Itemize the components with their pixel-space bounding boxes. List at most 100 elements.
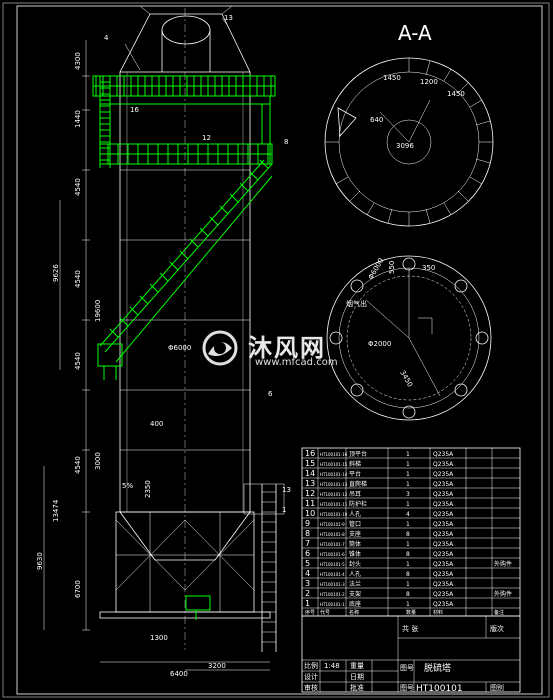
bom-header-cell: 数量 <box>406 609 416 616</box>
dim-4540-c: 4540 <box>74 352 82 370</box>
diameter-label: Φ6000 <box>168 344 191 352</box>
bom-cell-code: HT100101-6 <box>320 552 345 557</box>
inclined-stair <box>97 159 273 380</box>
bom-header-cell: 材料 <box>433 609 443 616</box>
bom-cell-qty: 1 <box>406 561 410 568</box>
bom-cell-qty: 1 <box>406 451 410 458</box>
bom-cell-name: 支架 <box>349 590 361 598</box>
bom-header-cell: 备注 <box>494 609 504 616</box>
drawing-no-label: 图号 <box>400 684 414 692</box>
bom-header-cell: 名称 <box>349 609 359 616</box>
bom-cell-no: 11 <box>305 499 315 508</box>
bom-cell-material: Q235A <box>433 581 454 588</box>
bom-cell-name: 吊耳 <box>349 491 361 498</box>
bom-cell-code: HT100101-14 <box>320 472 348 477</box>
bom-cell-material: Q235A <box>433 491 454 498</box>
bom-cell-qty: 1 <box>406 461 410 468</box>
bom-cell-name: 封头 <box>349 560 361 568</box>
dim-9630: 9630 <box>36 552 44 570</box>
title-page-label: 图别 <box>490 683 504 692</box>
section-dim-550: 550 <box>388 261 396 274</box>
dim-13474: 13474 <box>52 499 60 522</box>
bom-cell-no: 8 <box>305 529 310 538</box>
bom-cell-qty: 8 <box>406 571 410 578</box>
bom-header-cell: 代号 <box>320 609 330 616</box>
bom-cell-material: Q235A <box>433 591 454 598</box>
bom-cell-no: 1 <box>305 599 310 608</box>
section-dim-3096: 3096 <box>396 142 414 150</box>
bom-cell-code: HT100101-4 <box>320 572 345 577</box>
dim-3000: 3000 <box>94 452 102 470</box>
bom-cell-no: 5 <box>305 559 310 568</box>
dim-4540-a: 4540 <box>74 178 82 196</box>
bom-cell-name: 直爬梯 <box>349 480 367 488</box>
bom-cell-no: 10 <box>305 509 315 518</box>
bom-cell-no: 9 <box>305 519 310 528</box>
dim-9626: 9626 <box>52 264 60 282</box>
dim-4540-d: 4540 <box>74 456 82 474</box>
callout-10: 12 <box>202 134 211 142</box>
bom-cell-material: Q235A <box>433 501 454 508</box>
watermark-logo-icon <box>202 330 238 366</box>
drawing-name-label: 图号 <box>400 664 414 672</box>
bom-cell-no: 14 <box>305 469 315 478</box>
drawing-title: 脱硫塔 <box>424 662 451 674</box>
bom-cell-code: HT100101-2 <box>320 592 345 597</box>
bom-cell-qty: 1 <box>406 471 410 478</box>
section-diameter-outer: Φ6000 <box>367 257 386 281</box>
bom-header-cell: 序号 <box>305 609 315 616</box>
bom-cell-name: 顶平台 <box>349 450 367 458</box>
title-version-label: 版次 <box>490 624 504 633</box>
section-dim-350: 350 <box>422 264 435 272</box>
callout-1: 1 <box>282 506 286 514</box>
bom-cell-material: Q235A <box>433 471 454 478</box>
bom-cell-name: 斜梯 <box>349 460 361 468</box>
section-diameter-inner: Φ2000 <box>368 340 391 348</box>
bom-cell-qty: 8 <box>406 551 410 558</box>
bom-cell-qty: 1 <box>406 521 410 528</box>
dim-6700: 6700 <box>74 580 82 598</box>
bom-cell-material: Q235A <box>433 451 454 458</box>
bom-cell-material: Q235A <box>433 481 454 488</box>
bom-cell-code: HT100101-16 <box>320 452 348 457</box>
section-dim-1200: 1200 <box>420 78 438 86</box>
bom-cell-material: Q235A <box>433 521 454 528</box>
elevation-view: 4300 1440 4540 4540 4540 4540 9626 13474… <box>36 5 291 678</box>
bom-cell-qty: 1 <box>406 541 410 548</box>
bom-cell-name: 法兰 <box>349 580 361 588</box>
drawing-no: HT100101 <box>416 684 463 694</box>
part-callouts: 4 13 16 12 8 6 13 1 <box>104 14 291 514</box>
bom-cell-name: 人孔 <box>349 570 361 578</box>
title-sheet-label: 共 张 <box>402 624 418 633</box>
callout-13: 13 <box>282 486 291 494</box>
left-dimension-chain <box>43 40 90 631</box>
inner-dimension-labels: 19600 2350 3000 1300 <box>94 300 168 642</box>
dim-19600: 19600 <box>94 300 102 322</box>
annotation-slope: 5% <box>122 482 133 490</box>
bom-cell-no: 15 <box>305 459 315 468</box>
annotation-400: 400 <box>150 420 163 428</box>
bottom-dimensions: 6400 3200 <box>100 661 270 678</box>
bom-cell-material: Q235A <box>433 571 454 578</box>
bom-cell-no: 6 <box>305 549 310 558</box>
bom-cell-code: HT100101-7 <box>320 542 345 547</box>
bom-cell-material: Q235A <box>433 551 454 558</box>
bom-cell-material: Q235A <box>433 541 454 548</box>
title-approve-label: 批准 <box>350 683 364 692</box>
bom-cell-qty: 1 <box>406 601 410 608</box>
bom-cell-material: Q235A <box>433 461 454 468</box>
bom-cell-code: HT100101-5 <box>320 562 345 567</box>
section-dim-1450-a: 1450 <box>383 74 401 82</box>
title-design-label: 设计 <box>304 672 318 681</box>
title-scale-value: 1:48 <box>324 662 340 670</box>
bom-cell-no: 2 <box>305 589 310 598</box>
bom-cell-material: Q235A <box>433 601 454 608</box>
callout-4: 4 <box>104 34 109 42</box>
section-title: A-A <box>398 21 432 45</box>
outlet-pipe <box>185 595 211 620</box>
section-a-a-top: 1450 1200 1450 640 3096 <box>324 57 494 227</box>
dim-1440: 1440 <box>74 110 82 128</box>
watermark-brand: 沐风网 <box>248 334 326 362</box>
callout-12: 13 <box>224 14 233 22</box>
bom-cell-qty: 1 <box>406 501 410 508</box>
